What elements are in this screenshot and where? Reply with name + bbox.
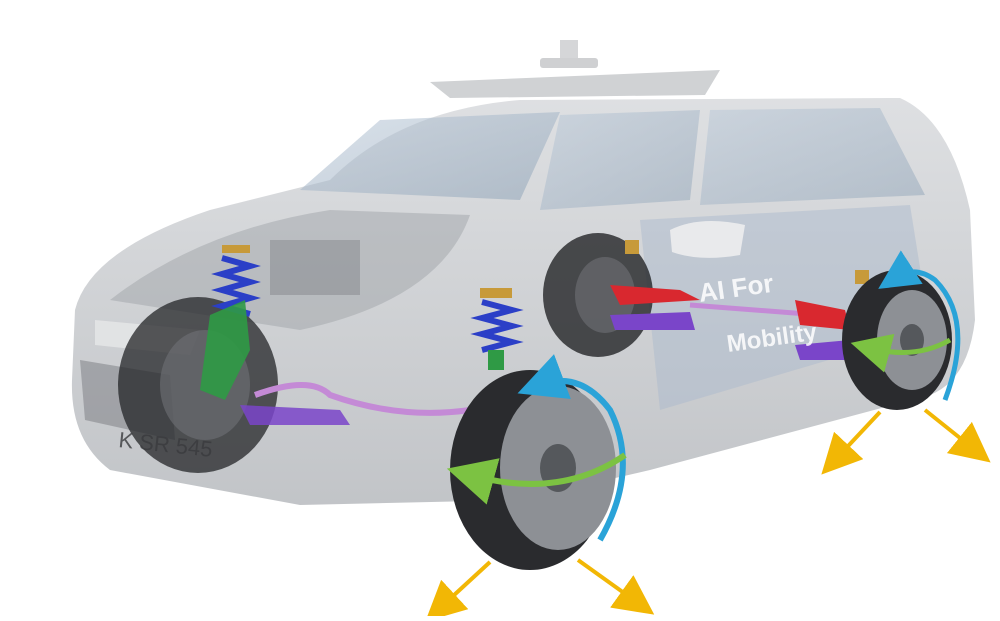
- front-right-steer-arrow: [446, 452, 627, 505]
- side-window-front: [540, 110, 700, 210]
- rear-right-wheel: [842, 270, 952, 410]
- front-right-suspension: [470, 288, 524, 370]
- front-right-wheel: [450, 370, 616, 570]
- force-arrows: [425, 408, 991, 621]
- front-right-rotation-arrow: [517, 354, 626, 542]
- rear-force-arrow-right: [923, 408, 991, 463]
- rear-right-steer-arrow: [850, 333, 952, 373]
- lower-arm-front: [240, 405, 350, 425]
- rear-suspension-links: [610, 240, 869, 360]
- qr-pattern: [270, 240, 360, 295]
- front-force-arrow-left: [425, 560, 492, 621]
- side-window-rear: [700, 108, 925, 205]
- roof-antenna: [540, 40, 598, 68]
- windshield: [300, 112, 560, 200]
- rear-right-rotation-arrow: [878, 250, 961, 401]
- roof-rail: [430, 70, 720, 98]
- front-force-arrow-right: [576, 558, 655, 615]
- side-mirror: [670, 221, 745, 258]
- front-left-suspension: [200, 245, 261, 400]
- stabilizer-bar: [253, 382, 471, 416]
- rear-force-arrow-left: [821, 410, 882, 475]
